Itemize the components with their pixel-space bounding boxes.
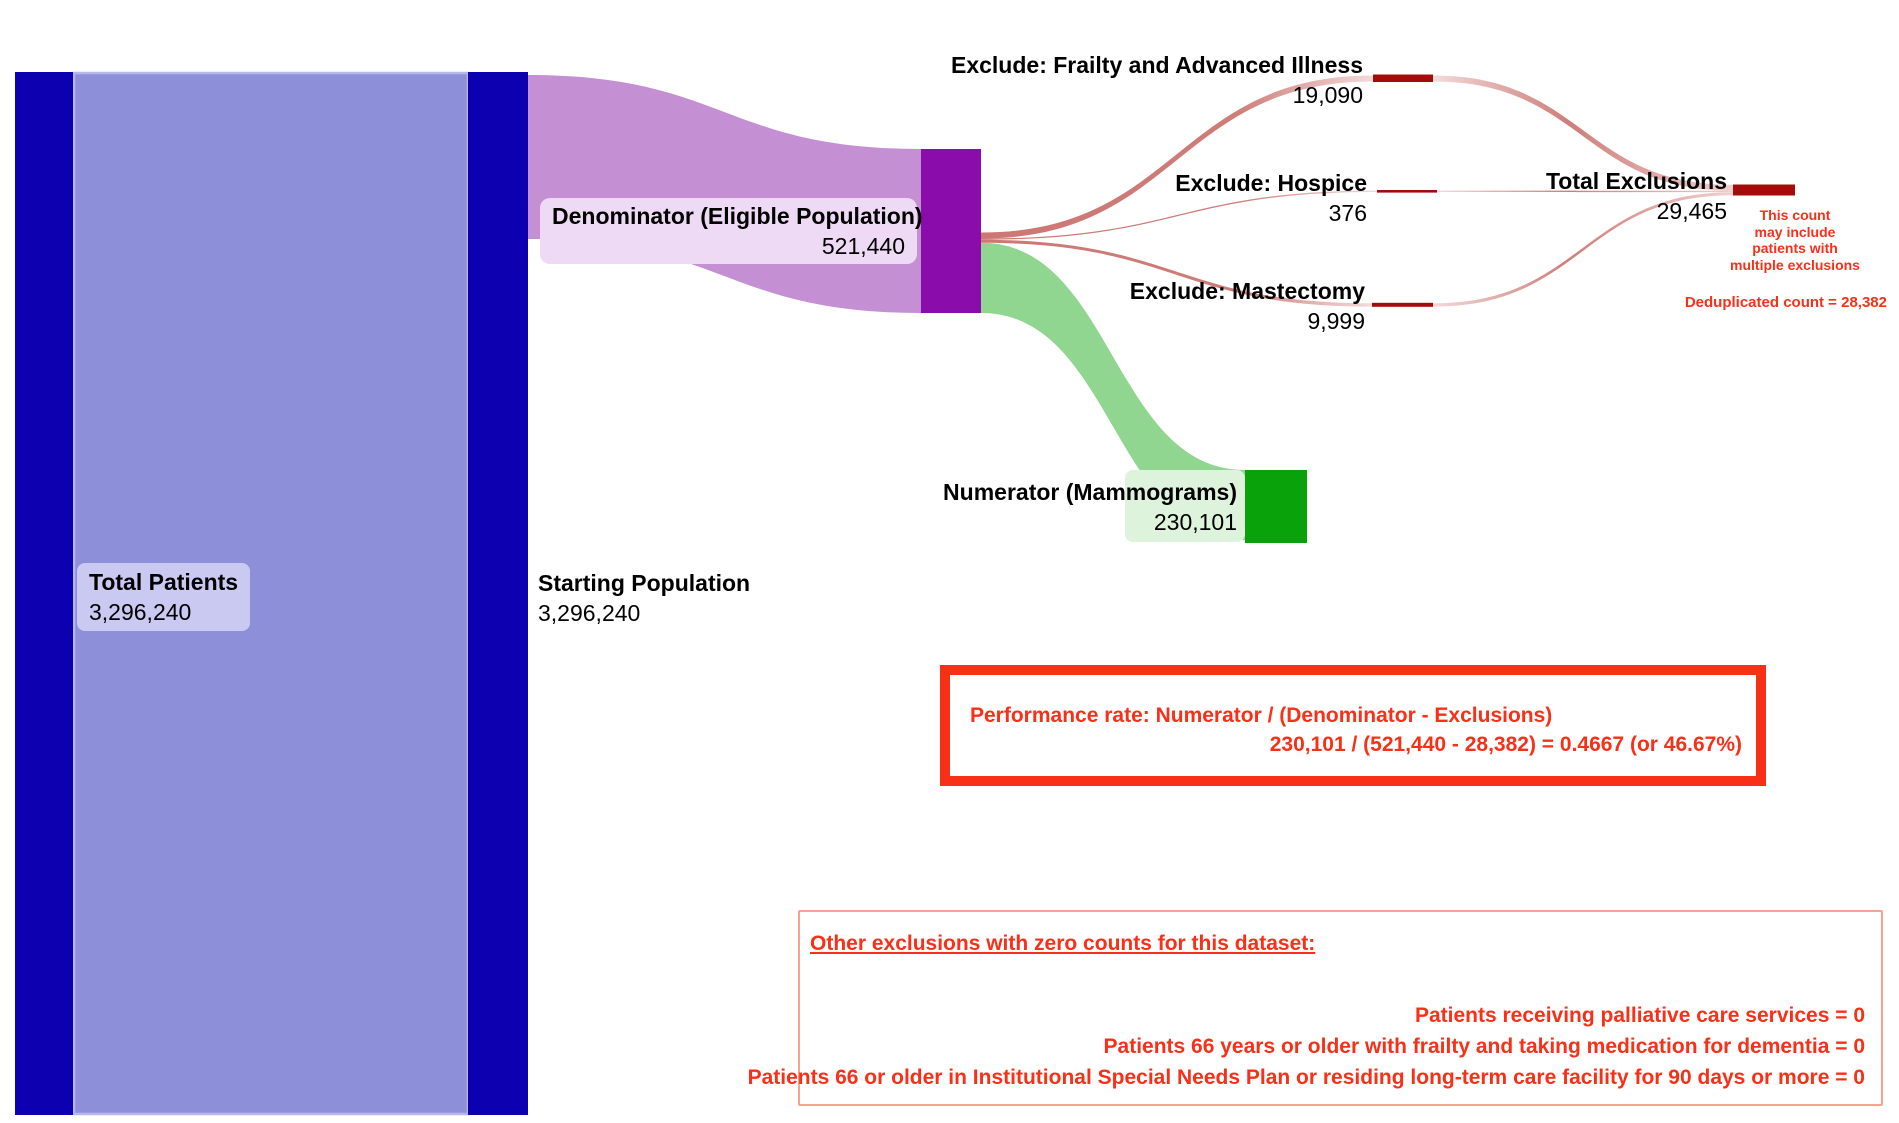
denominator-value: 521,440 (821, 233, 905, 259)
frailty-title: Exclude: Frailty and Advanced Illness (950, 52, 1363, 78)
numerator-label-background (1125, 470, 1245, 542)
total-patients-value: 3,296,240 (89, 599, 192, 625)
total-exclusions-label: Total Exclusions 29,465 (1546, 166, 1727, 226)
denominator-label: Denominator (Eligible Population) 521,44… (540, 198, 923, 264)
frailty-node (1373, 74, 1433, 82)
denominator-title: Denominator (Eligible Population) (552, 203, 923, 229)
hospice-node (1377, 190, 1437, 193)
mastectomy-title: Exclude: Mastectomy (1129, 278, 1365, 304)
multiple-exclusions-note: This count may include patients with mul… (1712, 207, 1878, 273)
numerator-node (1245, 470, 1307, 543)
note-line-2: may include (1754, 223, 1836, 240)
note-line-3: patients with (1752, 240, 1838, 256)
numerator-value: 230,101 (1153, 509, 1237, 535)
hospice-title: Exclude: Hospice (1175, 170, 1367, 196)
total-exclusions-value: 29,465 (1656, 198, 1727, 224)
flow-frailty-to-total (1433, 75, 1733, 191)
flow-denominator-to-frailty (981, 75, 1373, 239)
other-exclusions-box: Other exclusions with zero counts for th… (748, 910, 1883, 1106)
total-patients-label: Total Patients 3,296,240 (77, 563, 251, 631)
performance-formula: Performance rate: Numerator / (Denominat… (970, 704, 1553, 727)
flow-hospice-to-total (1437, 190, 1733, 193)
flow-denominator-to-hospice (981, 190, 1377, 240)
denominator-node (921, 149, 981, 313)
other-exclusion-item: Patients receiving palliative care servi… (1414, 1004, 1865, 1027)
total-patients-node (15, 72, 73, 1115)
mastectomy-value: 9,999 (1307, 308, 1365, 334)
total-exclusions-title: Total Exclusions (1545, 168, 1727, 194)
numerator-label: Numerator (Mammograms) 230,101 (943, 477, 1237, 537)
hospice-value: 376 (1328, 200, 1367, 226)
starting-population-node (468, 72, 528, 1115)
flow-mastectomy-to-total (1433, 192, 1733, 307)
deduplicated-count-note: Deduplicated count = 28,382 (1684, 294, 1887, 311)
mastectomy-node (1372, 302, 1433, 307)
performance-rate-box: Performance rate: Numerator / (Denominat… (940, 665, 1766, 786)
other-exclusions-title: Other exclusions with zero counts for th… (810, 932, 1316, 955)
flow-denominator-to-numerator (981, 242, 1245, 541)
other-exclusion-item: Patients 66 years or older with frailty … (1103, 1035, 1865, 1058)
total-patients-title: Total Patients (89, 569, 239, 595)
note-line-4: multiple exclusions (1730, 256, 1860, 273)
note-line-1: This count (1759, 207, 1831, 223)
total-exclusions-node (1733, 184, 1795, 196)
flow-denominator-to-mastectomy (981, 239, 1372, 307)
numerator-title: Numerator (Mammograms) (943, 479, 1237, 505)
flow-starting-to-denominator (528, 75, 921, 313)
other-exclusions-list: Patients receiving palliative care servi… (748, 1000, 1865, 1093)
starting-population-title: Starting Population (538, 570, 751, 596)
other-exclusion-item: Patients 66 or older in Institutional Sp… (747, 1066, 1865, 1089)
starting-population-label: Starting Population 3,296,240 (538, 568, 750, 628)
starting-population-value: 3,296,240 (538, 600, 641, 626)
performance-calculation: 230,101 / (521,440 - 28,382) = 0.4667 (o… (1269, 733, 1742, 756)
frailty-value: 19,090 (1292, 82, 1363, 108)
hospice-exclusion-label: Exclude: Hospice 376 (1175, 168, 1367, 228)
mastectomy-exclusion-label: Exclude: Mastectomy 9,999 (1130, 276, 1365, 336)
frailty-exclusion-label: Exclude: Frailty and Advanced Illness 19… (951, 50, 1363, 110)
